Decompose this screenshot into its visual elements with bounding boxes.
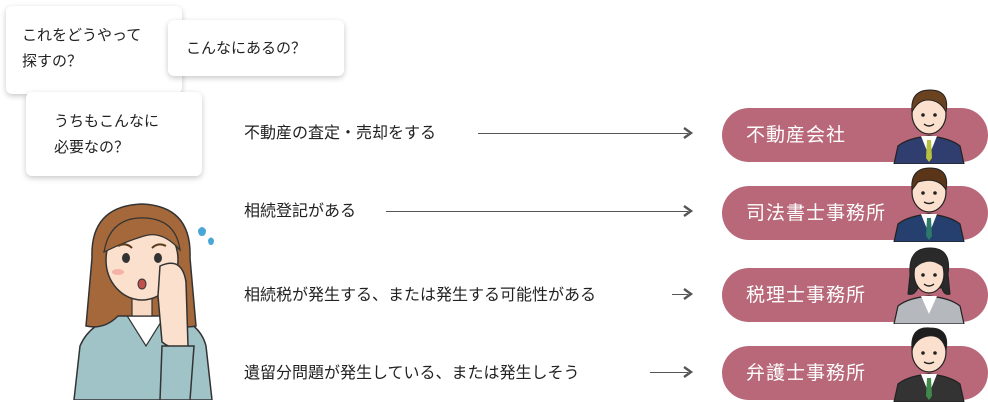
arrow-head-icon [683,366,694,378]
arrow-line [386,211,688,212]
expert-label: 司法書士事務所 [746,202,887,224]
situation-text: 遺留分問題が発生している、または発生しそう [244,363,580,382]
businessman-avatar [893,327,965,402]
bubble-text-line: これをどうやって [22,26,142,44]
expert-label: 税理士事務所 [746,284,867,306]
businessman-avatar [893,89,965,164]
expert-label: 不動産会社 [746,124,847,146]
bubble-text-line: 探すの？ [22,52,83,70]
situation-text: 相続税が発生する、または発生する可能性がある [244,285,597,304]
arrow-head-icon [683,205,694,217]
bubble-text-line: 必要なの？ [54,138,130,156]
arrow-line [650,372,688,373]
situation-text: 不動産の査定・売却をする [244,123,437,142]
bubble-text-line: うちもこんなに [54,112,160,130]
businesswoman-avatar [893,247,965,324]
confused-woman-illustration [73,203,214,400]
bubble-text: こんなにあるの？ [186,39,307,57]
expert-label: 弁護士事務所 [746,362,867,384]
speech-bubble-how-to-find: これをどうやって 探すの？ [6,6,182,94]
arrow-line [672,294,688,295]
speech-bubble-do-we-need: うちもこんなに 必要なの？ [26,92,202,176]
businessman-avatar [893,167,965,242]
arrow-head-icon [683,288,694,300]
arrow-head-icon [683,127,694,139]
situation-text: 相続登記がある [244,201,357,220]
speech-bubble-so-many: こんなにあるの？ [168,20,344,76]
arrow-line [478,133,688,134]
